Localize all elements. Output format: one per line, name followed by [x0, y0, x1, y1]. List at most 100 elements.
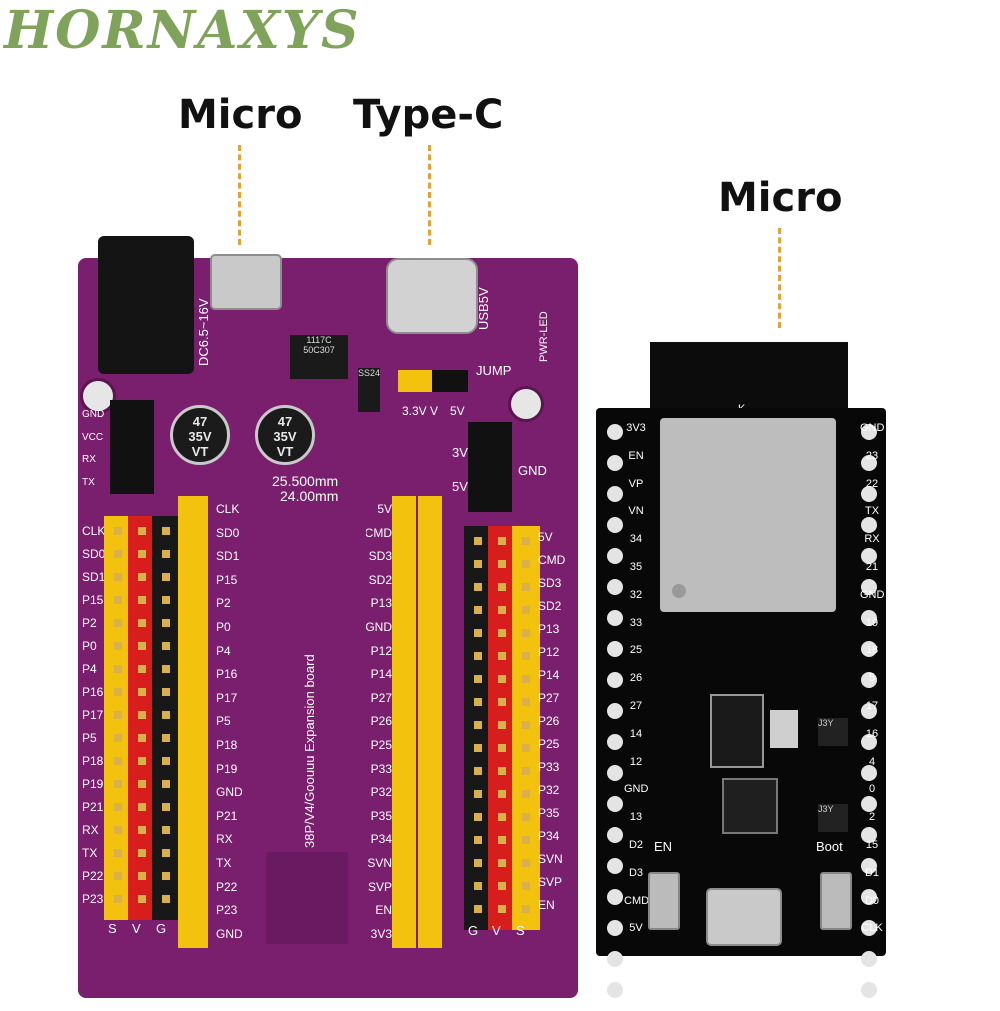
pin-label: 0: [868, 783, 876, 796]
pin-label: SVN: [367, 855, 392, 870]
pin-label: 18: [865, 644, 879, 657]
pin-label: 5V: [377, 502, 392, 516]
pin-label: 21: [865, 561, 879, 573]
regulator-chip: [710, 694, 764, 768]
pin-label: 13: [629, 811, 643, 824]
transistor: J3Y: [818, 718, 848, 746]
regulator-tab: [770, 710, 798, 748]
pin-hole: [607, 703, 623, 719]
pin-hole: [607, 579, 623, 595]
pin-label: P12: [538, 645, 560, 659]
header-pin: [162, 619, 170, 627]
header-pin: [474, 698, 482, 706]
pin-label: P18: [216, 737, 238, 752]
pin-hole: [861, 703, 877, 719]
pin-label: P32: [370, 785, 392, 800]
pin-hole: [607, 610, 623, 626]
pin-label: P16: [216, 667, 238, 682]
pin-label: SVN: [538, 852, 563, 866]
header-pin: [498, 836, 506, 844]
pin-row-right: [856, 414, 882, 1011]
micro-usb-port: [210, 254, 282, 310]
pin-label: P35: [370, 808, 392, 823]
header-pin: [138, 596, 146, 604]
header-pin: [498, 790, 506, 798]
pin-row-left: [602, 414, 628, 1011]
boot-label: Boot: [816, 839, 843, 854]
boot-button[interactable]: [820, 872, 852, 930]
bottom-label-right: S: [516, 923, 525, 938]
en-button[interactable]: [648, 872, 680, 930]
header-pin: [474, 813, 482, 821]
brand-logo: HORNAXYS: [4, 0, 361, 61]
callout-line-typec: [428, 145, 431, 245]
header-red-left: [128, 516, 156, 920]
header-pin: [474, 560, 482, 568]
header-pin: [498, 744, 506, 752]
pin-hole: [607, 796, 623, 812]
pin-label: SD3: [368, 549, 392, 564]
pin-label: P15: [82, 593, 104, 607]
header-pin: [162, 872, 170, 880]
pin-label: P23: [82, 892, 104, 906]
pin-label: P32: [538, 783, 560, 797]
header-pin: [474, 583, 482, 591]
usb-uart-chip: [722, 778, 778, 834]
pin-hole: [607, 486, 623, 502]
pin-hole: [607, 765, 623, 781]
pin-hole: [861, 796, 877, 812]
header-pin: [138, 872, 146, 880]
capacitor: 47 35V VT: [170, 405, 230, 465]
pin-label: RX: [82, 454, 96, 466]
pin-label: 26: [629, 672, 643, 685]
header-pin: [114, 780, 122, 788]
header-pin: [162, 642, 170, 650]
pin-label: P4: [82, 662, 97, 676]
header-pin: [498, 537, 506, 545]
pin-hole: [607, 734, 623, 750]
header-pin: [474, 859, 482, 867]
pin-label: 33: [629, 616, 643, 629]
pin-label: 12: [629, 755, 643, 768]
header-pin: [522, 698, 530, 706]
pin-hole: [861, 424, 877, 440]
pin-hole: [607, 424, 623, 440]
header-pin: [474, 744, 482, 752]
header-black-left: [152, 516, 180, 920]
header-pin: [498, 721, 506, 729]
header-pin: [138, 550, 146, 558]
header-pin: [162, 757, 170, 765]
pin-label: P5: [216, 714, 231, 729]
jumper-cap: [398, 370, 432, 392]
pin-label: 19: [865, 616, 879, 629]
pin-hole: [607, 455, 623, 471]
pin-label: SD1: [82, 570, 106, 584]
dimension-label: 24.00mm: [280, 488, 339, 504]
pin-label: P14: [538, 668, 560, 682]
pin-label: P26: [370, 714, 392, 729]
header-pin: [522, 583, 530, 591]
pin-hole: [607, 920, 623, 936]
mount-hole: [508, 386, 544, 422]
power-pin-label: 5V: [452, 479, 468, 494]
pin-label: GND: [82, 409, 105, 420]
header-pin: [114, 872, 122, 880]
pin-label: CLK: [82, 524, 106, 538]
pin-label: GND: [624, 783, 649, 796]
pin-hole: [861, 858, 877, 874]
bottom-label-right: G: [468, 923, 479, 938]
header-pin: [138, 849, 146, 857]
antenna-area: [650, 342, 848, 417]
header-pin: [498, 652, 506, 660]
pin-label: GND: [216, 785, 243, 800]
power-header: [468, 422, 512, 512]
socket-right-a: [392, 496, 416, 948]
pin-label: P27: [370, 690, 392, 705]
header-pin: [114, 596, 122, 604]
header-pin: [138, 895, 146, 903]
pin-label: P27: [538, 691, 560, 705]
pin-label: P2: [216, 596, 231, 611]
header-pin: [138, 527, 146, 535]
